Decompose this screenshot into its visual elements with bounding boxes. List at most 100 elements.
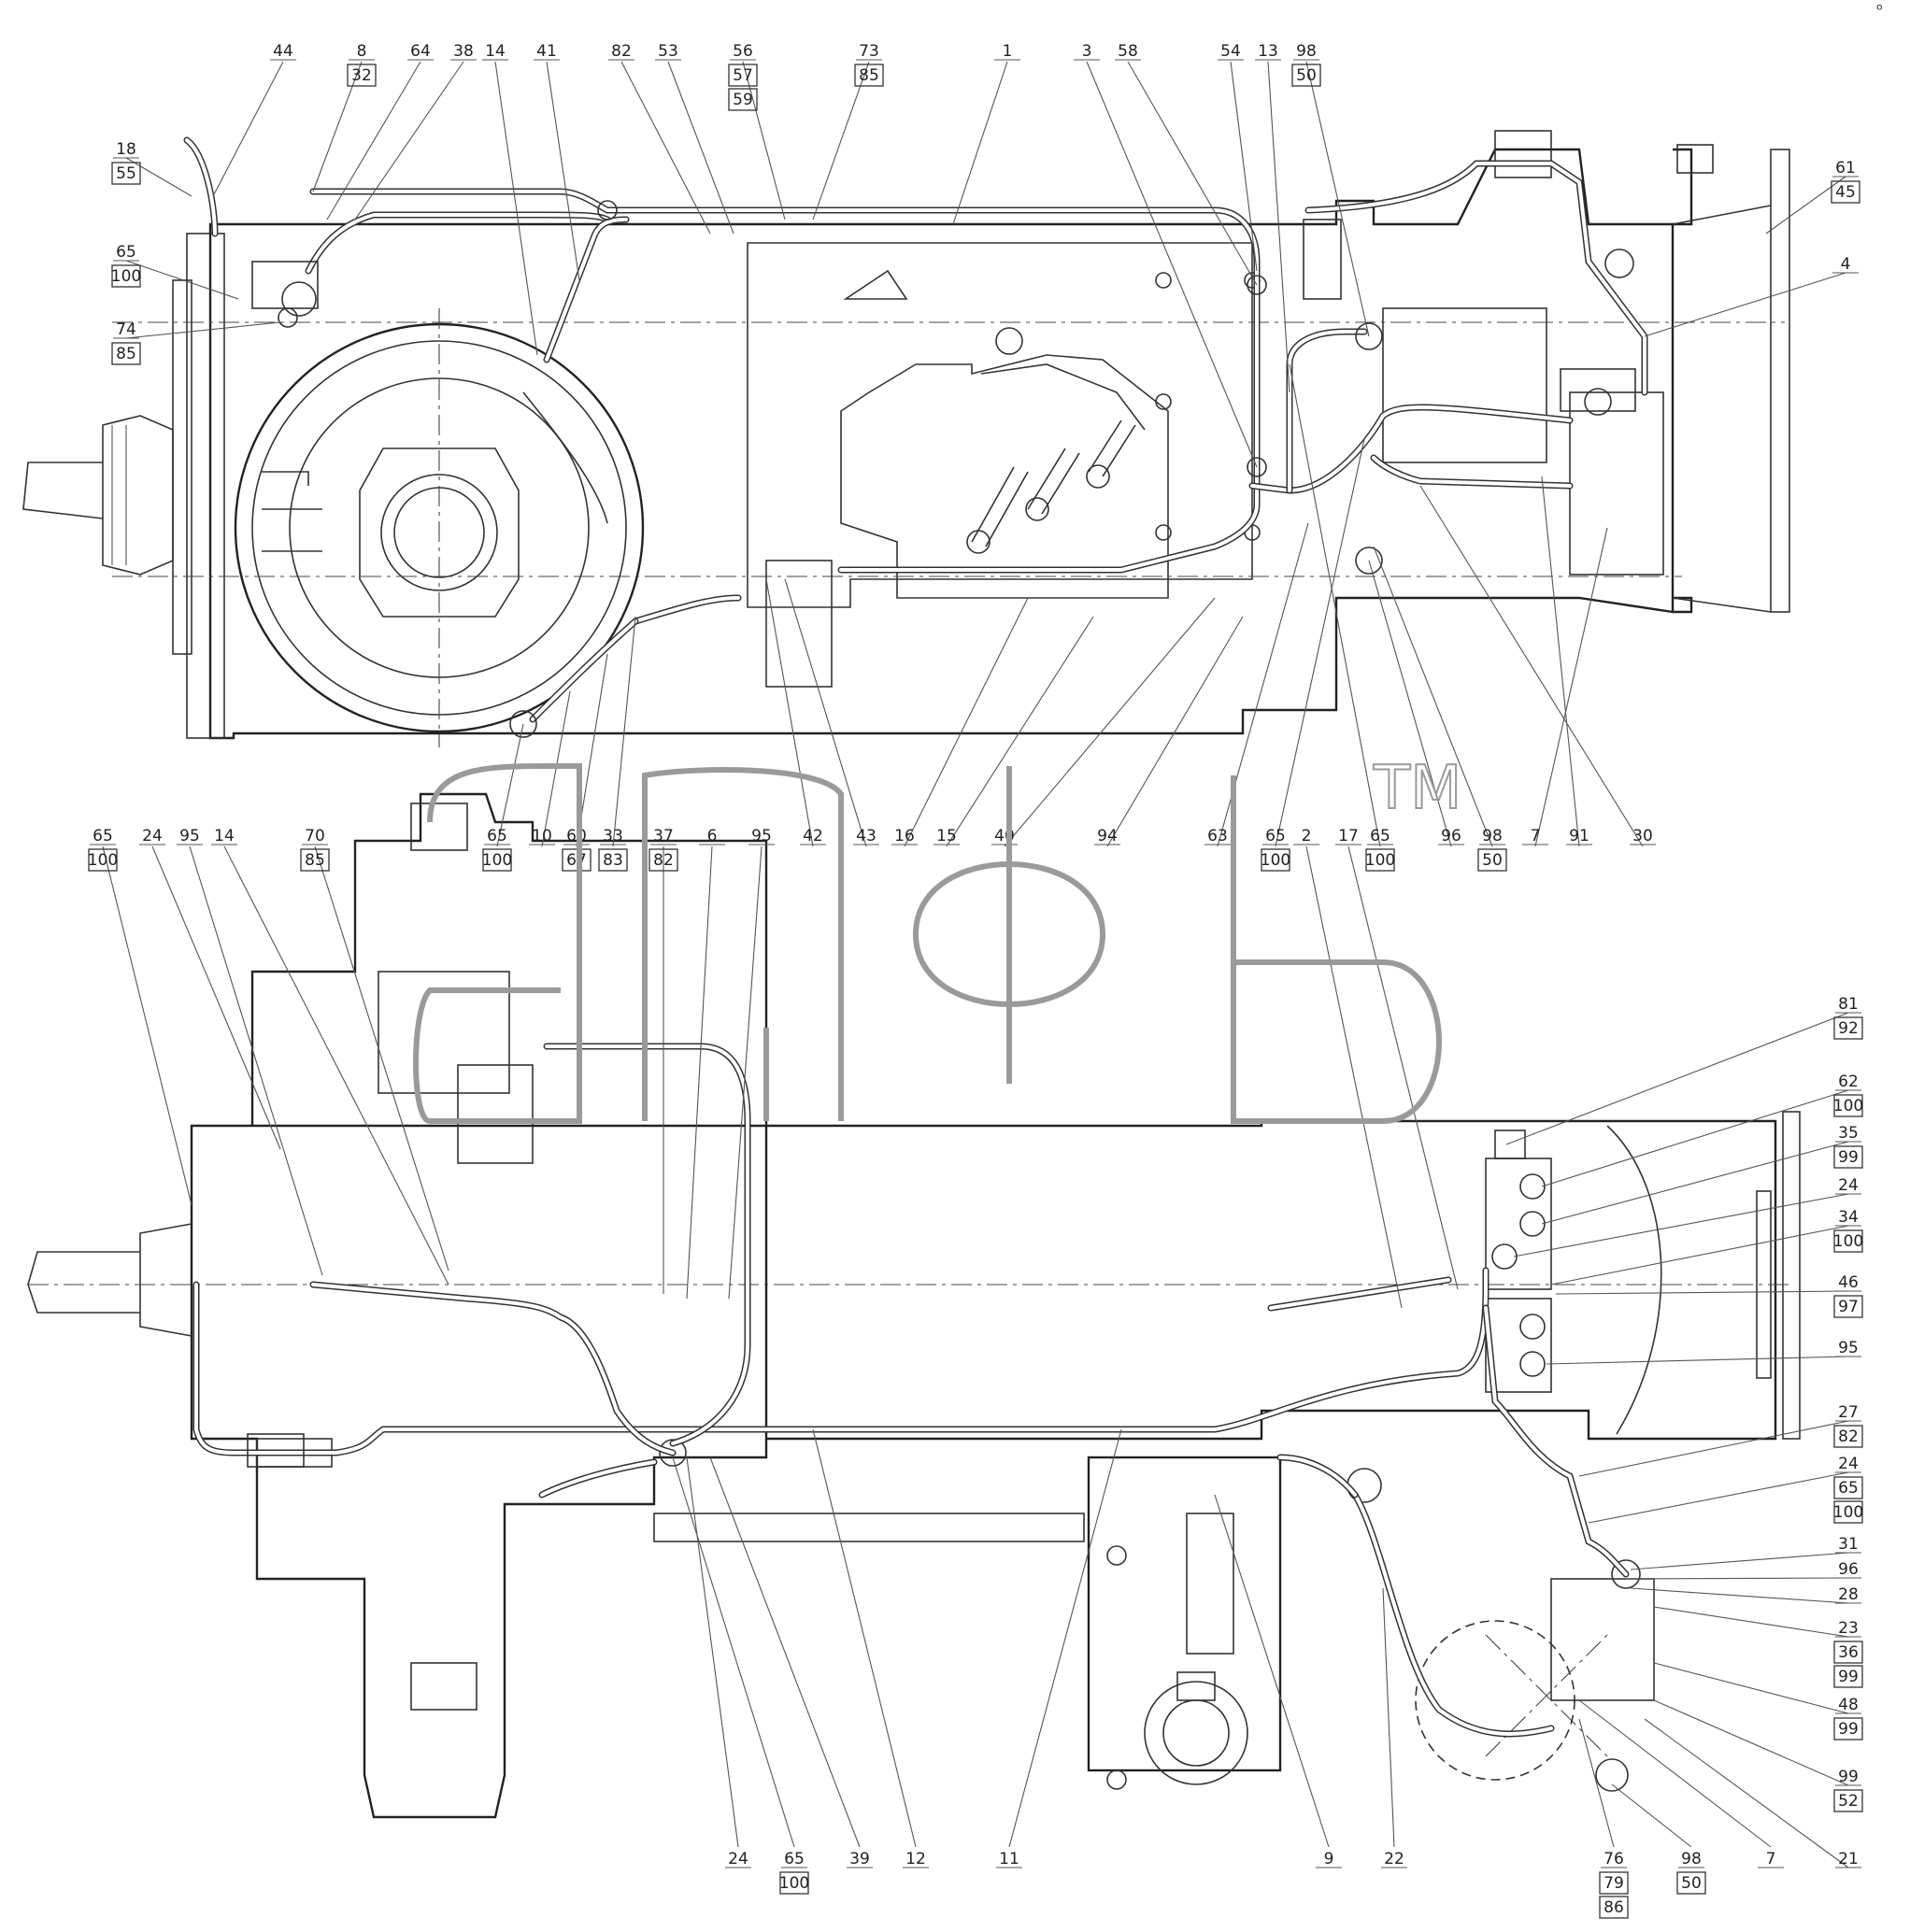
callout-73-sub: 85 (859, 66, 879, 85)
callout-98-box (1676, 1871, 1706, 1895)
callout-41-leader (546, 61, 580, 281)
pto-hub-bottom (139, 1223, 192, 1337)
callout-28-leader (1630, 1587, 1849, 1604)
callout-98-leader (1373, 546, 1493, 847)
callout-76-sub2: 86 (1604, 1898, 1624, 1917)
callout-7-leader (1534, 527, 1608, 847)
rear-flange-taper (1672, 205, 1772, 613)
pto-hub (102, 415, 174, 575)
rear-hub-arc (1606, 1125, 1662, 1435)
callout-16-leader (904, 597, 1029, 847)
callout-95-leader (728, 845, 763, 1300)
bolt-c (1155, 524, 1172, 541)
reservoir-outline (1382, 307, 1547, 463)
callout-94: 94 (1097, 827, 1118, 845)
port-97 (1519, 1314, 1546, 1340)
callout-62-sub: 100 (1833, 1097, 1863, 1115)
callout-76-leader (1578, 1718, 1615, 1848)
callout-98-box (1291, 64, 1321, 87)
callout-34-sub: 100 (1833, 1232, 1863, 1251)
valve-cap-81 (1494, 1129, 1526, 1159)
callout-6: 6 (707, 827, 718, 845)
callout-56-leader (742, 61, 786, 220)
callout-18-box (111, 162, 141, 185)
callout-76: 76 (1604, 1850, 1624, 1868)
center-bore-outer (380, 474, 498, 591)
callout-14-leader (494, 61, 538, 356)
callout-34: 34 (1838, 1208, 1859, 1227)
callout-95: 95 (1838, 1339, 1859, 1357)
callout-37-sub: 82 (653, 851, 674, 870)
callout-23-sub: 36 (1838, 1643, 1859, 1662)
valve-8 (251, 261, 319, 309)
pump-cap (1176, 1671, 1216, 1701)
callout-98-box (1477, 848, 1507, 872)
callout-99-box (1833, 1789, 1863, 1812)
oil-filter-body (1569, 391, 1664, 575)
callout-65-box (779, 1871, 809, 1895)
callout-58: 58 (1118, 42, 1138, 61)
callout-34-leader (1550, 1225, 1849, 1286)
callout-1: 1 (1003, 42, 1013, 61)
callout-12-leader (812, 1428, 917, 1848)
callout-95: 95 (179, 827, 200, 845)
callout-14-leader (223, 845, 449, 1286)
fitting-98-bottom (1595, 1758, 1629, 1792)
callout-65-sub: 100 (1365, 851, 1395, 870)
callout-30: 30 (1632, 827, 1653, 845)
callout-65-leader (1289, 363, 1381, 847)
callout-48-box (1833, 1717, 1863, 1740)
callout-21-leader (1644, 1718, 1849, 1868)
callout-62-box (1833, 1094, 1863, 1117)
callout-56-box (728, 64, 758, 87)
pump-housing (1087, 1456, 1282, 1772)
callout-82-leader (620, 61, 711, 234)
callout-37: 37 (653, 827, 674, 845)
callout-7: 7 (1531, 827, 1541, 845)
callout-65: 65 (784, 1850, 805, 1868)
valve-block-top (1494, 130, 1552, 178)
callout-61: 61 (1835, 159, 1856, 178)
shift-cover (840, 354, 1169, 599)
callout-8: 8 (357, 42, 367, 61)
callout-38-leader (354, 61, 464, 220)
watermark-glyph-b (1231, 775, 1442, 1124)
corner-mark: ᵒ (1876, 1, 1883, 20)
callout-37-box (649, 848, 678, 872)
pipe-9 (1276, 1454, 1359, 1499)
callout-4-leader (1644, 272, 1846, 337)
callout-98: 98 (1296, 42, 1317, 61)
callout-15-leader (946, 616, 1094, 847)
callout-53: 53 (658, 42, 678, 61)
callout-46: 46 (1838, 1273, 1859, 1292)
callout-42-leader (765, 578, 814, 847)
callout-11: 11 (999, 1850, 1019, 1868)
callout-76-box (1599, 1871, 1629, 1895)
callout-65-leader (102, 845, 192, 1206)
bolt-a (1155, 272, 1172, 289)
callout-11-leader (1008, 1428, 1122, 1848)
fitting-56 (597, 200, 618, 220)
rear-plate-bottom (1782, 1111, 1801, 1440)
port-35 (1519, 1211, 1546, 1237)
callout-96-leader (1625, 1577, 1849, 1580)
lever-knob-3 (1086, 464, 1110, 489)
callout-24-leader (1513, 1193, 1849, 1257)
callout-27: 27 (1838, 1403, 1859, 1422)
callout-95-leader (1546, 1356, 1849, 1365)
fitting-65 (281, 281, 317, 317)
callout-61-box (1831, 180, 1860, 204)
callout-24-sub2: 100 (1833, 1503, 1863, 1522)
callout-98: 98 (1681, 1850, 1702, 1868)
callout-65-sub: 100 (111, 267, 141, 286)
watermark: TM (413, 753, 1462, 1124)
callout-27-box (1833, 1425, 1863, 1448)
callout-28: 28 (1838, 1585, 1859, 1604)
callout-12: 12 (905, 1850, 926, 1868)
callout-64: 64 (410, 42, 431, 61)
rear-flange-plate (1770, 149, 1790, 613)
port-24 (1491, 1243, 1518, 1270)
shift-lever-1 (971, 466, 1029, 547)
